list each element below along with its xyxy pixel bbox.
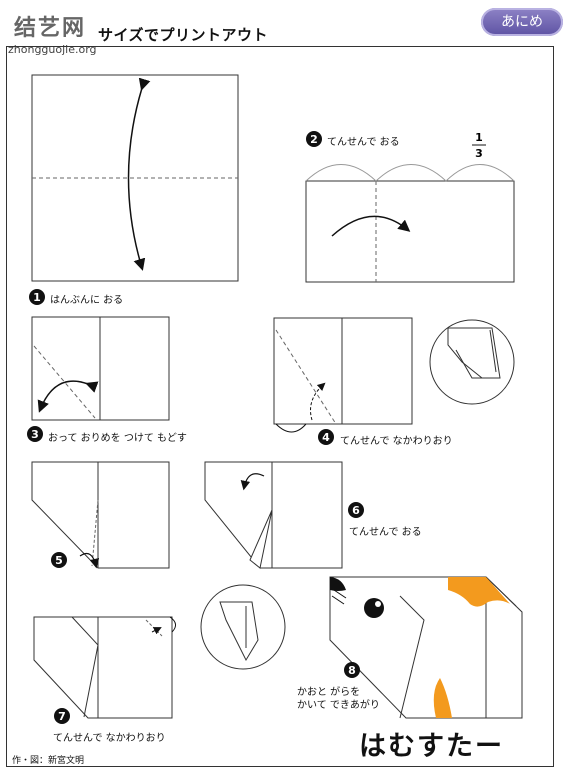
step8-label-line2: かいて できあがり [297,700,380,711]
step7-label: てんせんで なかわりおり [53,733,166,744]
watermark-logo: 结艺网 [14,15,87,41]
step-number-5: 5 [55,554,63,567]
step1-square [31,74,239,282]
fraction-denominator: 3 [475,147,483,160]
step8-label-line1: かおと がらを [297,687,361,698]
step4-diagram [273,317,515,433]
step3-label: おって おりめを つけて もどす [48,433,187,444]
credit-text: 作・図：新宮文明 [12,756,85,766]
step6-diagram [204,461,343,569]
step1-label: はんぶんに おる [50,295,124,306]
step-number-2: 2 [310,133,318,146]
hamster-final [329,576,523,719]
step-number-6: 6 [352,504,360,517]
step-number-4: 4 [322,431,330,444]
step7-diagram [33,584,286,719]
anime-button[interactable]: あにめ [481,8,563,36]
fraction-numerator: 1 [475,131,483,144]
page-header-title: サイズでプリントアウト [98,26,269,44]
step-badges: 1 2 3 4 5 6 7 8 [27,131,364,724]
step3-diagram [31,316,170,421]
step2-label: てんせんで おる [327,137,400,148]
step-number-3: 3 [31,428,39,441]
step-number-7: 7 [58,710,66,723]
step6-label: てんせんで おる [349,527,422,538]
diagram-frame [6,46,554,767]
step-number-1: 1 [33,291,41,304]
step-number-8: 8 [348,664,356,677]
final-title: はむすたー [359,731,504,762]
step4-label: てんせんで なかわりおり [340,436,453,447]
step2-rectangle [305,144,515,283]
step5-diagram [31,461,170,569]
